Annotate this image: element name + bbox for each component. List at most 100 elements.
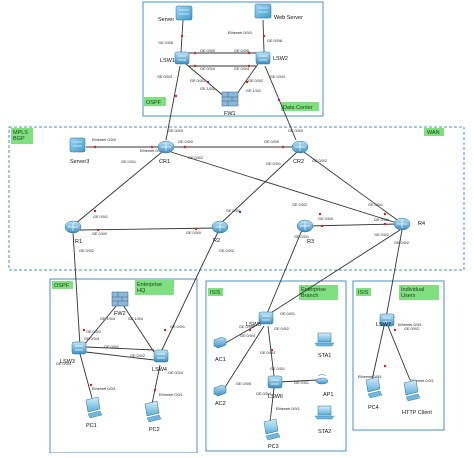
node-sta2[interactable]: STA2 [314,405,335,435]
node-cr2[interactable]: CR2 [291,140,309,165]
node-fw2[interactable]: FW2 [111,291,129,317]
link-r4-lsw5 [265,229,401,317]
node-http-client[interactable]: HTTP Client [402,379,432,416]
node-server3[interactable]: Server3 [69,137,89,165]
router-icon [64,220,82,234]
port-label: GE 0/0/3 [270,75,285,79]
port-label: GE 0/0/2 [312,159,327,163]
node-label: R2 [213,238,220,244]
node-lsw7[interactable]: LSW7 [376,313,395,328]
server-icon [175,5,193,21]
zone-tag-hq-ospf-text: OSPF [54,283,70,289]
zone-tag-hq-ospf [52,281,73,289]
port-dot [174,94,178,98]
zone-tag-branch-isis [208,288,223,296]
node-ac2[interactable]: AC2 [213,384,227,407]
port-dot [281,145,285,149]
port-label: Ethernet 0/0/0 [92,138,116,142]
node-pc4[interactable]: PC4 [365,376,383,411]
port-dot [277,98,281,102]
port-label: GE 0/0/3 [260,351,275,355]
port-label: Ethernet 0/0/1 [140,149,164,153]
link-r2-lsw4 [159,231,219,355]
port-label: GE 0/0/6 [236,382,251,386]
zone-wan: MPLS BGP WAN [8,126,465,271]
node-r2[interactable]: R2 [211,220,229,244]
port-dot [383,212,387,216]
node-web-server[interactable]: Web Server [254,3,303,21]
port-dot [320,224,324,228]
pc-icon [85,396,103,419]
node-server[interactable]: Server [158,5,193,23]
port-dot [383,364,387,368]
switch-icon [174,51,190,65]
port-dot [93,145,97,149]
port-label: Ethernet 0/0/1 [410,379,434,383]
zone-tag-users-line2: Users [401,293,416,299]
node-lsw5[interactable]: LSW5 [246,311,274,328]
port-label: GE 0/0/1 [280,312,295,316]
switch-icon [258,311,274,325]
node-label: LSW7 [376,322,391,328]
port-label: GE 1/0/4 [128,317,143,321]
port-label: GE 0/0/0 [264,140,279,144]
node-r4[interactable]: R4 [393,217,425,231]
zone-tag-mpls-text: MPLS BGP [13,130,30,142]
port-dot [163,328,167,332]
node-fw1[interactable]: FW1 [221,91,239,117]
node-lsw1[interactable]: LSW1 [160,51,190,65]
node-pc2[interactable]: PC2 [144,400,162,433]
node-r1[interactable]: R1 [64,220,82,245]
node-label: R4 [418,221,425,227]
node-cr1[interactable]: CR1 [157,140,175,165]
port-label: GE 0/0/2 [248,79,263,83]
port-label: GE 0/0/1 [93,215,108,219]
node-label: HTTP Client [402,410,432,416]
port-dot [318,212,322,216]
node-lsw3[interactable]: LSW3 [60,341,87,365]
firewall-icon [221,91,239,107]
link-lsw7-pc4 [371,325,385,381]
node-ap1[interactable]: AP1 [315,374,333,399]
node-pc3[interactable]: PC3 [263,418,281,450]
node-label: LSW2 [273,56,288,62]
port-dot [153,388,157,392]
node-label: PC3 [268,444,279,450]
port-dot [193,51,197,55]
zone-tag-wan-text: WAN [427,130,440,136]
node-lsw4[interactable]: LSW4 [152,349,169,373]
access-controller-icon [213,336,227,349]
links [72,19,411,423]
node-lsw6[interactable]: LSW6 [267,375,283,400]
link-r3-lsw5 [265,229,303,317]
port-label: GE 0/0/2 [130,354,145,358]
pc-icon [144,400,162,423]
port-label: GE 0/0/2 [219,249,234,253]
pc-icon [403,379,421,402]
port-dot [150,145,154,149]
router-icon [211,220,229,234]
link-lsw5-ac2 [221,325,265,393]
port-dot [245,80,249,84]
port-label: GE 0/0/0 [374,218,389,222]
node-lsw2[interactable]: LSW2 [255,51,288,65]
node-ac1[interactable]: AC1 [213,336,227,363]
link-lsw3-lsw4-b [85,351,155,361]
port-label: GE 0/0/1 [294,235,309,239]
zone-users: ISIS Individual Users [352,280,445,431]
node-pc1[interactable]: PC1 [85,396,103,429]
node-sta1[interactable]: STA1 [314,332,335,359]
port-label: GE 1/0/4 [100,317,115,321]
port-label: GE 0/0/6 [267,39,282,43]
node-label: PC1 [86,423,97,429]
port-label: GE 0/0/4 [200,67,215,71]
pc-icon [365,376,383,399]
port-label: GE 0/0/1 [104,345,119,349]
port-label: GE 0/0/4 [56,362,71,366]
node-r3[interactable]: R3 [296,219,314,245]
node-label: R3 [307,239,314,245]
zone-tag-mpls [11,128,33,144]
zone-tag-mpls-line1: MPLS [13,130,28,136]
router-icon [296,219,314,233]
